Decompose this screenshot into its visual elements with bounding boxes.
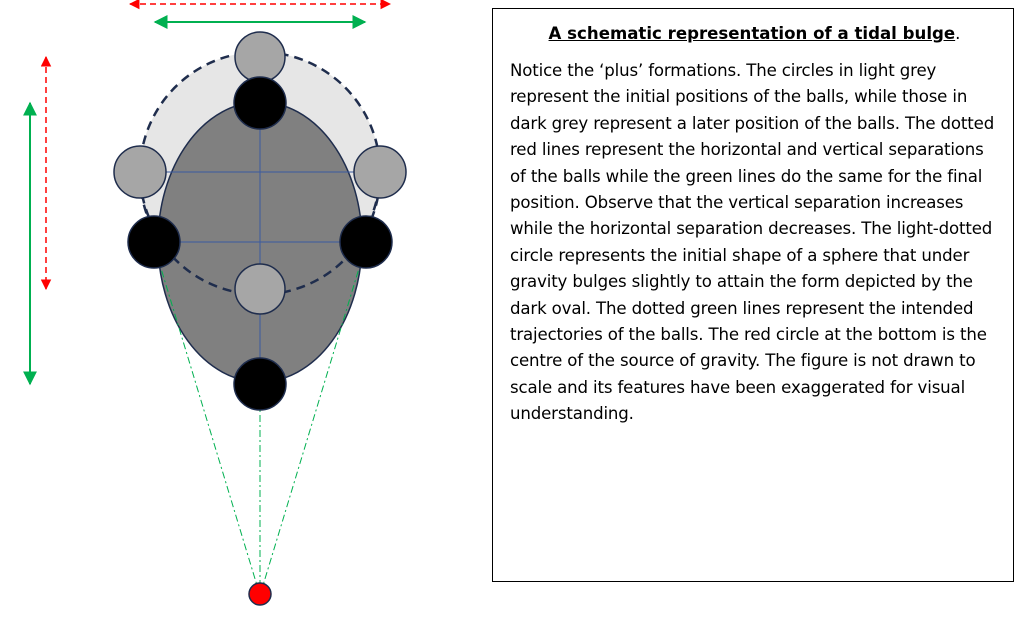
trajectory-right: [260, 241, 368, 593]
final-ball-top: [233, 76, 287, 130]
trajectory-left: [152, 241, 260, 593]
final-ball-left: [127, 215, 181, 269]
caption-box: A schematic representation of a tidal bu…: [492, 8, 1014, 582]
final-ball-bottom: [233, 357, 287, 411]
initial-ball-left: [113, 145, 167, 199]
caption-body: Notice the ‘plus’ formations. The circle…: [510, 61, 995, 424]
caption-title-text: A schematic representation of a tidal bu…: [548, 24, 956, 43]
initial-ball-top: [234, 31, 286, 83]
initial-ball-bottom: [234, 263, 286, 315]
initial-ball-right: [353, 145, 407, 199]
caption-title-suffix: .: [955, 24, 961, 43]
caption-title: A schematic representation of a tidal bu…: [510, 23, 999, 45]
gravity-source: [248, 582, 272, 606]
final-ball-right: [339, 215, 393, 269]
tidal-bulge-diagram: [23, 0, 407, 606]
